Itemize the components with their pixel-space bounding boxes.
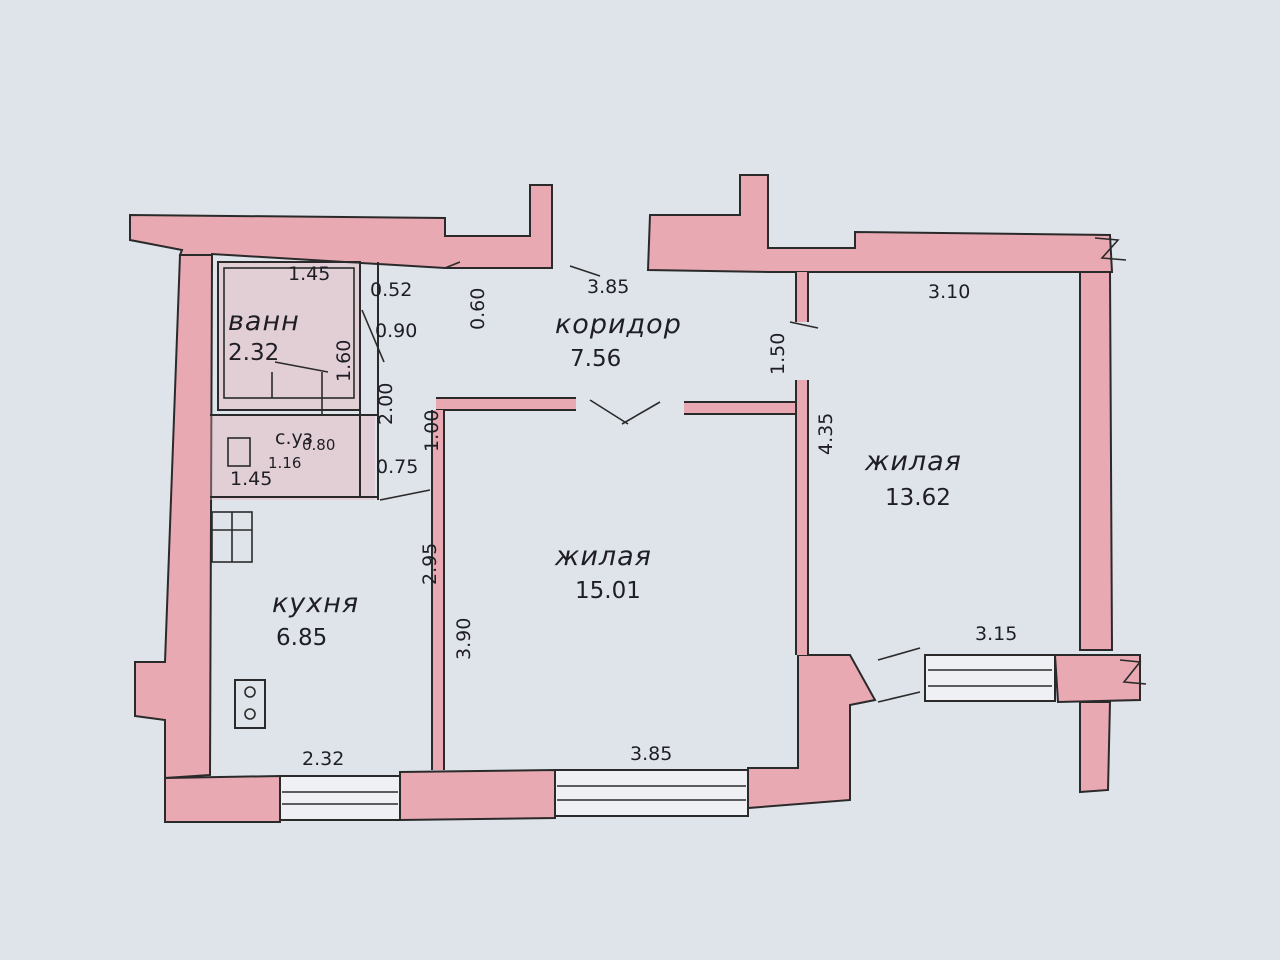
- living-center-area: 15.01: [575, 578, 641, 604]
- dim-100: 1.00: [421, 410, 443, 452]
- dim-075: 0.75: [376, 456, 418, 478]
- dimension-labels: 1.45 0.52 0.90 3.85 3.10 0.80 1.45 0.75 …: [230, 263, 1017, 770]
- kitchen-name: кухня: [272, 588, 359, 619]
- windows: [279, 654, 1056, 821]
- living-right-area: 13.62: [885, 485, 951, 511]
- wc-name: с.уз: [275, 427, 313, 449]
- dim-150: 1.50: [767, 333, 789, 375]
- dim-balcony: 3.15: [975, 623, 1017, 645]
- dim-right-room-depth: 4.35: [815, 413, 837, 455]
- dim-wc-080: 0.80: [302, 436, 335, 454]
- dim-bath-depth: 1.60: [333, 340, 355, 382]
- walls: [129, 174, 1141, 823]
- dim-right-room-width: 3.10: [928, 281, 970, 303]
- dim-center-room-width: 3.85: [630, 743, 672, 765]
- bath-name: ванн: [228, 306, 300, 337]
- living-center-name: жилая: [554, 541, 652, 572]
- dim-center-room-depth: 3.90: [453, 618, 475, 660]
- dim-200: 2.00: [375, 383, 397, 425]
- dim-bath-width: 1.45: [288, 263, 330, 285]
- dim-kitchen-depth: 2.95: [419, 543, 441, 585]
- dim-wc-width: 1.45: [230, 468, 272, 490]
- dim-kitchen-width: 2.32: [302, 748, 344, 770]
- bath-area: 2.32: [228, 340, 279, 366]
- partitions: [210, 237, 1147, 770]
- dim-052: 0.52: [370, 279, 412, 301]
- dim-090: 0.90: [375, 320, 417, 342]
- dim-corridor-length: 3.85: [587, 276, 629, 298]
- wc-area: 1.16: [268, 454, 301, 472]
- dim-060: 0.60: [467, 288, 489, 330]
- corridor-name: коридор: [555, 309, 682, 340]
- living-right-name: жилая: [864, 446, 962, 477]
- kitchen-area: 6.85: [276, 625, 327, 651]
- room-labels: ванн 2.32 с.уз 1.16 коридор 7.56 жилая 1…: [228, 306, 962, 651]
- corridor-area: 7.56: [570, 346, 621, 372]
